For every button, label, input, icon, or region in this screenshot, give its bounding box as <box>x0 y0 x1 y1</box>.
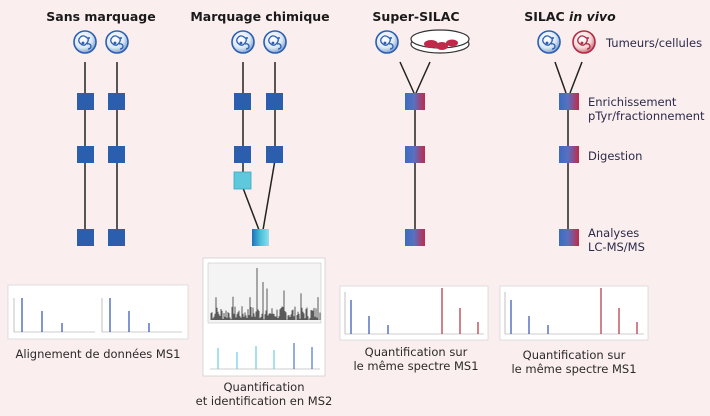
label-analyses-line1: Analyses <box>588 226 640 240</box>
flow-line <box>399 61 415 94</box>
caption-ms2: Quantification et identification en MS2 <box>196 380 333 408</box>
digestion-block <box>108 146 125 163</box>
label-analyses: Analyses LC-MS/MS <box>588 226 645 254</box>
label-digestion: Digestion <box>588 149 643 163</box>
title-silac-in-vivo: SILAC in vivo <box>524 9 616 24</box>
enrichment-block <box>559 93 579 110</box>
caption-super-silac: Quantification sur le même spectre MS1 <box>353 345 478 373</box>
analysis-block <box>108 229 125 246</box>
enrichment-block <box>405 93 425 110</box>
analysis-block <box>559 229 579 246</box>
silac-in-vivo-spectrum <box>499 285 649 341</box>
cell-icon <box>105 30 129 54</box>
label-enrichment-line2: pTyr/fractionnement <box>588 109 705 123</box>
caption-super-silac-line2: le même spectre MS1 <box>353 359 479 373</box>
enrichment-block <box>77 93 94 110</box>
heavy-cell-icon <box>572 30 596 54</box>
digestion-block <box>266 146 283 163</box>
flow-line <box>569 61 583 94</box>
flow-line <box>554 61 567 94</box>
flow-line <box>242 187 260 231</box>
caption-ms2-line1: Quantification <box>223 380 305 394</box>
label-enrichment-line1: Enrichissement <box>588 95 677 109</box>
analysis-block <box>252 229 269 246</box>
enrichment-block <box>234 93 251 110</box>
cell-icon <box>73 30 97 54</box>
enrichment-block <box>108 93 125 110</box>
ms1-alignment-spectra <box>7 284 189 340</box>
super-silac-spectrum <box>339 285 489 341</box>
digestion-block <box>405 146 425 163</box>
title-silac-prefix: SILAC <box>524 9 570 24</box>
ms2-spectra <box>202 257 326 377</box>
digestion-block <box>77 146 94 163</box>
title-silac-italic: in vivo <box>569 9 616 24</box>
analysis-block <box>405 229 425 246</box>
cell-icon <box>375 30 399 54</box>
digestion-block <box>234 146 251 163</box>
labeling-block <box>233 171 252 190</box>
caption-silac-in-vivo: Quantification sur le même spectre MS1 <box>511 348 636 376</box>
cell-icon <box>537 30 561 54</box>
caption-ms1-alignment: Alignement de données MS1 <box>15 347 181 361</box>
caption-silac-line1: Quantification sur <box>522 348 626 362</box>
cell-icon <box>231 30 255 54</box>
enrichment-block <box>266 93 283 110</box>
label-enrichment: Enrichissement pTyr/fractionnement <box>588 95 705 123</box>
caption-super-silac-line1: Quantification sur <box>364 345 468 359</box>
cell-icon <box>263 30 287 54</box>
caption-silac-line2: le même spectre MS1 <box>511 362 637 376</box>
title-super-silac: Super-SILAC <box>372 9 460 24</box>
flow-line <box>415 61 431 94</box>
flow-line <box>262 159 276 231</box>
caption-ms2-line2: et identification en MS2 <box>195 394 333 408</box>
label-analyses-line2: LC-MS/MS <box>588 240 645 254</box>
culture-dish-icon <box>410 29 470 54</box>
label-tumors-cells: Tumeurs/cellules <box>606 36 703 50</box>
title-label-free: Sans marquage <box>46 9 156 24</box>
digestion-block <box>559 146 579 163</box>
title-chemical-labeling: Marquage chimique <box>190 9 330 24</box>
analysis-block <box>77 229 94 246</box>
